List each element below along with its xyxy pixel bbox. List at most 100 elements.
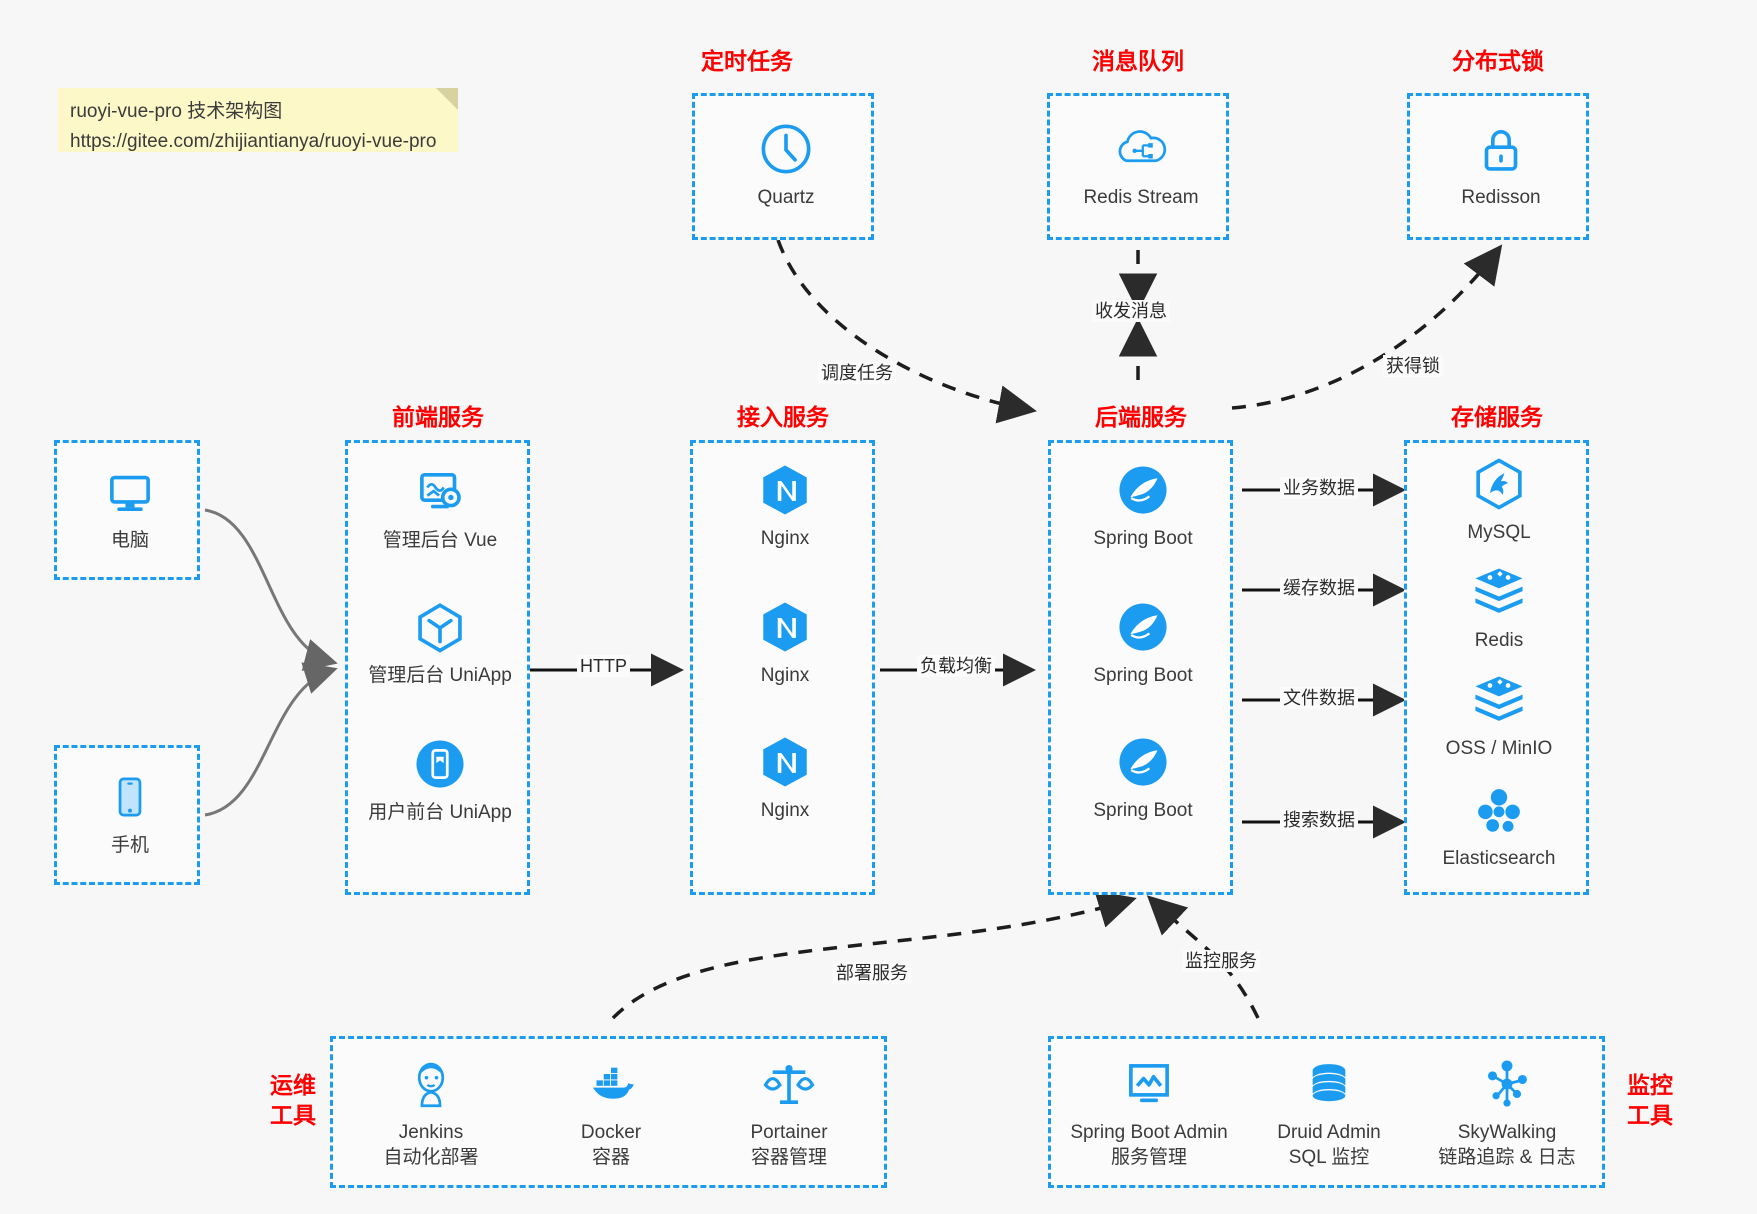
spring-icon — [1119, 603, 1167, 651]
group-title-distributed-lock: 分布式锁 — [1452, 48, 1544, 74]
node-label: Spring Boot — [1093, 528, 1193, 549]
app-phone-icon — [416, 740, 464, 788]
group-title-devops-line1: 运维 — [270, 1072, 316, 1098]
node-spring-boot-admin[interactable]: Spring Boot Admin 服务管理 — [1064, 1055, 1234, 1170]
edge-label-deploy-service: 部署服务 — [833, 962, 911, 984]
node-label: 手机 — [110, 835, 149, 856]
node-label: 用户前台 UniApp — [368, 802, 512, 823]
diagram-note: ruoyi-vue-pro 技术架构图 https://gitee.com/zh… — [58, 88, 458, 152]
node-redisson[interactable]: Redisson — [1416, 120, 1586, 210]
node-jenkins[interactable]: Jenkins 自动化部署 — [346, 1055, 516, 1170]
group-box-scheduled-task: Quartz — [692, 93, 874, 240]
node-sublabel: 容器管理 — [750, 1147, 827, 1168]
mysql-icon — [1476, 458, 1522, 510]
edge-label-monitor-service: 监控服务 — [1182, 950, 1260, 972]
group-title-devops: 运维 工具 — [258, 1070, 328, 1130]
group-title-monitor-line1: 监控 — [1627, 1072, 1673, 1098]
edge-label-cache-data: 缓存数据 — [1280, 577, 1358, 599]
node-springboot-2[interactable]: Spring Boot — [1058, 598, 1228, 688]
node-nginx-2[interactable]: Nginx — [700, 598, 870, 688]
node-docker[interactable]: Docker 容器 — [526, 1055, 696, 1170]
docker-icon — [592, 1067, 634, 1099]
group-title-storage: 存储服务 — [1451, 404, 1543, 430]
node-label: Nginx — [760, 800, 810, 821]
dashboard-gear-icon — [420, 472, 461, 509]
node-portainer[interactable]: Portainer 容器管理 — [704, 1055, 874, 1170]
node-desktop[interactable]: 电脑 — [45, 463, 215, 553]
group-title-gateway: 接入服务 — [737, 404, 829, 430]
node-label: Quartz — [757, 187, 815, 208]
node-label: 管理后台 Vue — [382, 530, 498, 551]
group-box-distributed-lock: Redisson — [1407, 93, 1589, 240]
node-user-uniapp[interactable]: 用户前台 UniApp — [355, 735, 525, 825]
node-label: Spring Boot Admin — [1070, 1122, 1228, 1143]
node-label: Nginx — [760, 528, 810, 549]
node-skywalking[interactable]: SkyWalking 链路追踪 & 日志 — [1422, 1055, 1592, 1170]
note-title: ruoyi-vue-pro 技术架构图 — [70, 101, 283, 122]
group-box-gateway: Nginx Nginx Nginx — [690, 440, 875, 895]
node-label: Jenkins — [398, 1122, 464, 1143]
elasticsearch-icon — [1478, 789, 1520, 832]
node-oss-minio[interactable]: OSS / MinIO — [1414, 671, 1584, 761]
node-elasticsearch[interactable]: Elasticsearch — [1414, 781, 1584, 871]
monitor-chart-icon — [1129, 1064, 1169, 1103]
nginx-icon — [763, 602, 807, 652]
lock-icon — [1484, 130, 1518, 171]
node-springboot-1[interactable]: Spring Boot — [1058, 461, 1228, 551]
group-title-backend: 后端服务 — [1095, 404, 1187, 430]
node-redis-stream[interactable]: Redis Stream — [1056, 120, 1226, 210]
cloud-stream-icon — [1118, 130, 1167, 163]
node-label: 电脑 — [110, 530, 149, 551]
node-label: Spring Boot — [1093, 800, 1193, 821]
node-admin-vue[interactable]: 管理后台 Vue — [355, 463, 525, 553]
group-box-storage: MySQL Redis OSS / MinIO — [1404, 440, 1589, 895]
jenkins-icon — [417, 1062, 445, 1108]
node-quartz[interactable]: Quartz — [701, 120, 871, 210]
edge-label-load-balance: 负载均衡 — [917, 655, 995, 677]
edge-label-send-receive-message: 收发消息 — [1092, 300, 1170, 322]
group-box-frontend: 管理后台 Vue 管理后台 UniApp 用户前台 UniApp — [345, 440, 530, 895]
node-sublabel: 服务管理 — [1110, 1147, 1187, 1168]
node-label: Redis — [1474, 630, 1524, 651]
cube-icon — [418, 603, 462, 653]
node-label: Druid Admin — [1277, 1122, 1381, 1143]
node-springboot-3[interactable]: Spring Boot — [1058, 733, 1228, 823]
node-nginx-1[interactable]: Nginx — [700, 461, 870, 551]
node-label: Docker — [580, 1122, 642, 1143]
group-title-scheduled-task: 定时任务 — [701, 48, 793, 74]
node-mobile[interactable]: 手机 — [45, 768, 215, 858]
edge-label-file-data: 文件数据 — [1280, 687, 1358, 709]
edge-label-acquire-lock: 获得锁 — [1383, 355, 1443, 377]
nginx-icon — [763, 465, 807, 515]
note-fold-corner — [436, 88, 458, 110]
oss-icon — [1475, 676, 1523, 721]
clock-icon — [761, 124, 811, 174]
spring-icon — [1119, 738, 1167, 786]
group-box-backend: Spring Boot Spring Boot Spring Boot — [1048, 440, 1233, 895]
node-label: Portainer — [750, 1122, 828, 1143]
group-box-monitor: Spring Boot Admin 服务管理 Druid Admin SQL 监… — [1048, 1036, 1605, 1188]
node-sublabel: 自动化部署 — [383, 1147, 479, 1168]
node-label: OSS / MinIO — [1445, 738, 1553, 759]
node-label: SkyWalking — [1457, 1122, 1557, 1143]
node-label: Redisson — [1461, 187, 1541, 208]
node-mysql[interactable]: MySQL — [1414, 455, 1584, 545]
group-title-message-queue: 消息队列 — [1092, 48, 1184, 74]
node-sublabel: 链路追踪 & 日志 — [1438, 1147, 1576, 1168]
group-box-message-queue: Redis Stream — [1047, 93, 1229, 240]
node-sublabel: SQL 监控 — [1288, 1147, 1370, 1168]
database-icon — [1312, 1064, 1346, 1102]
edge-label-search-data: 搜索数据 — [1280, 809, 1358, 831]
spring-icon — [1119, 466, 1167, 514]
edge-label-business-data: 业务数据 — [1280, 477, 1358, 499]
group-title-frontend: 前端服务 — [392, 404, 484, 430]
node-label: Redis Stream — [1083, 187, 1199, 208]
node-druid-admin[interactable]: Druid Admin SQL 监控 — [1244, 1055, 1414, 1170]
group-box-devops: Jenkins 自动化部署 Docker 容器 — [330, 1036, 887, 1188]
node-admin-uniapp[interactable]: 管理后台 UniApp — [355, 598, 525, 688]
desktop-icon — [110, 475, 150, 512]
node-redis[interactable]: Redis — [1414, 563, 1584, 653]
redis-icon — [1475, 568, 1523, 613]
node-nginx-3[interactable]: Nginx — [700, 733, 870, 823]
